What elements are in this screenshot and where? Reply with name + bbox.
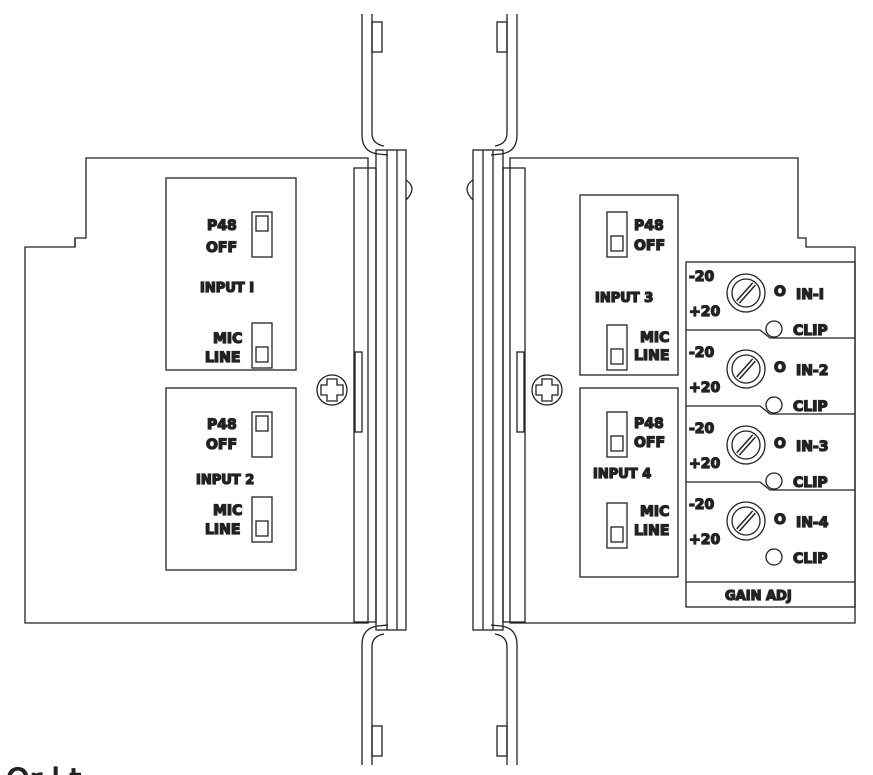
- left-side-panel: [353, 167, 377, 623]
- input2-mode-switch[interactable]: [251, 496, 273, 543]
- input3-mic-label: MIC: [640, 330, 669, 346]
- gain-zero-label: O: [774, 512, 786, 528]
- left-unit: P48 OFF INPUT I MIC LINE P48 OFF INPUT: [24, 14, 413, 765]
- right-bracket-bottom: [490, 624, 518, 765]
- input1-off-label: OFF: [206, 240, 237, 256]
- input4-panel: P48 OFF INPUT 4 MIC LINE: [579, 387, 679, 578]
- input1-mode-switch[interactable]: [251, 322, 273, 369]
- clip-label: CLIP: [793, 399, 828, 415]
- clip-label: CLIP: [793, 551, 828, 567]
- gain-min-label: -20: [689, 421, 715, 437]
- input2-line-label: LINE: [205, 522, 240, 538]
- input4-off-label: OFF: [634, 435, 665, 451]
- gain-zero-label: O: [774, 284, 786, 300]
- right-screw: [531, 374, 563, 406]
- caption-fragment: Or l t: [6, 763, 81, 775]
- input2-phantom-switch[interactable]: [251, 411, 273, 458]
- input1-title: INPUT I: [200, 281, 254, 296]
- channel-name-label: IN-4: [796, 515, 829, 531]
- input2-panel: P48 OFF INPUT 2 MIC LINE: [165, 387, 297, 571]
- input3-line-label: LINE: [634, 348, 669, 364]
- input3-phantom-switch[interactable]: [606, 211, 628, 258]
- input3-panel: P48 OFF INPUT 3 MIC LINE: [579, 194, 679, 376]
- input3-p48-label: P48: [634, 218, 664, 234]
- gain-max-label: +20: [689, 532, 720, 548]
- gain-zero-label: O: [774, 360, 786, 376]
- channel-name-label: IN-3: [796, 439, 828, 455]
- input4-line-label: LINE: [634, 523, 669, 539]
- right-unit: P48 OFF INPUT 3 MIC LINE P48 OFF INPUT 4: [466, 14, 856, 765]
- channel-name-label: IN-I: [796, 287, 824, 303]
- input2-off-label: OFF: [206, 437, 237, 453]
- gain-min-label: -20: [689, 345, 715, 361]
- input4-p48-label: P48: [634, 416, 664, 432]
- gain-max-label: +20: [689, 304, 720, 320]
- right-side-panel: [502, 167, 526, 623]
- input3-mode-switch[interactable]: [606, 324, 628, 371]
- clip-led: [765, 320, 783, 338]
- input4-phantom-switch[interactable]: [606, 411, 628, 458]
- input1-p48-label: P48: [207, 218, 237, 234]
- input4-title: INPUT 4: [593, 467, 651, 482]
- input1-phantom-switch[interactable]: [251, 211, 273, 258]
- input1-mic-label: MIC: [213, 331, 242, 347]
- channel-name-label: IN-2: [796, 363, 828, 379]
- gain-knob[interactable]: [726, 501, 766, 541]
- gain-adj-title: GAIN ADJ: [725, 589, 792, 604]
- left-bracket-top: [361, 14, 389, 156]
- clip-label: CLIP: [793, 323, 828, 339]
- input2-mic-label: MIC: [213, 503, 242, 519]
- right-bracket-top: [490, 14, 518, 156]
- gain-knob[interactable]: [726, 349, 766, 389]
- input3-off-label: OFF: [634, 238, 665, 254]
- input4-mic-label: MIC: [640, 504, 669, 520]
- input4-mode-switch[interactable]: [606, 502, 628, 549]
- right-chassis-outline: [509, 157, 856, 624]
- input2-p48-label: P48: [207, 417, 237, 433]
- input1-line-label: LINE: [205, 350, 240, 366]
- gain-max-label: +20: [689, 456, 720, 472]
- clip-label: CLIP: [793, 475, 828, 491]
- input3-title: INPUT 3: [595, 291, 653, 306]
- clip-led: [765, 396, 783, 414]
- gain-min-label: -20: [689, 269, 715, 285]
- gain-channel-1: -20 +20 O IN-I CLIP: [686, 268, 855, 340]
- gain-knob[interactable]: [726, 425, 766, 465]
- gain-max-label: +20: [689, 380, 720, 396]
- clip-led: [765, 548, 783, 566]
- left-screw: [316, 374, 348, 406]
- gain-min-label: -20: [689, 497, 715, 513]
- left-bracket-bottom: [361, 624, 389, 765]
- clip-led: [765, 472, 783, 490]
- gain-knob[interactable]: [726, 273, 766, 313]
- gain-zero-label: O: [774, 436, 786, 452]
- input1-panel: P48 OFF INPUT I MIC LINE: [165, 177, 297, 371]
- input2-title: INPUT 2: [196, 473, 254, 488]
